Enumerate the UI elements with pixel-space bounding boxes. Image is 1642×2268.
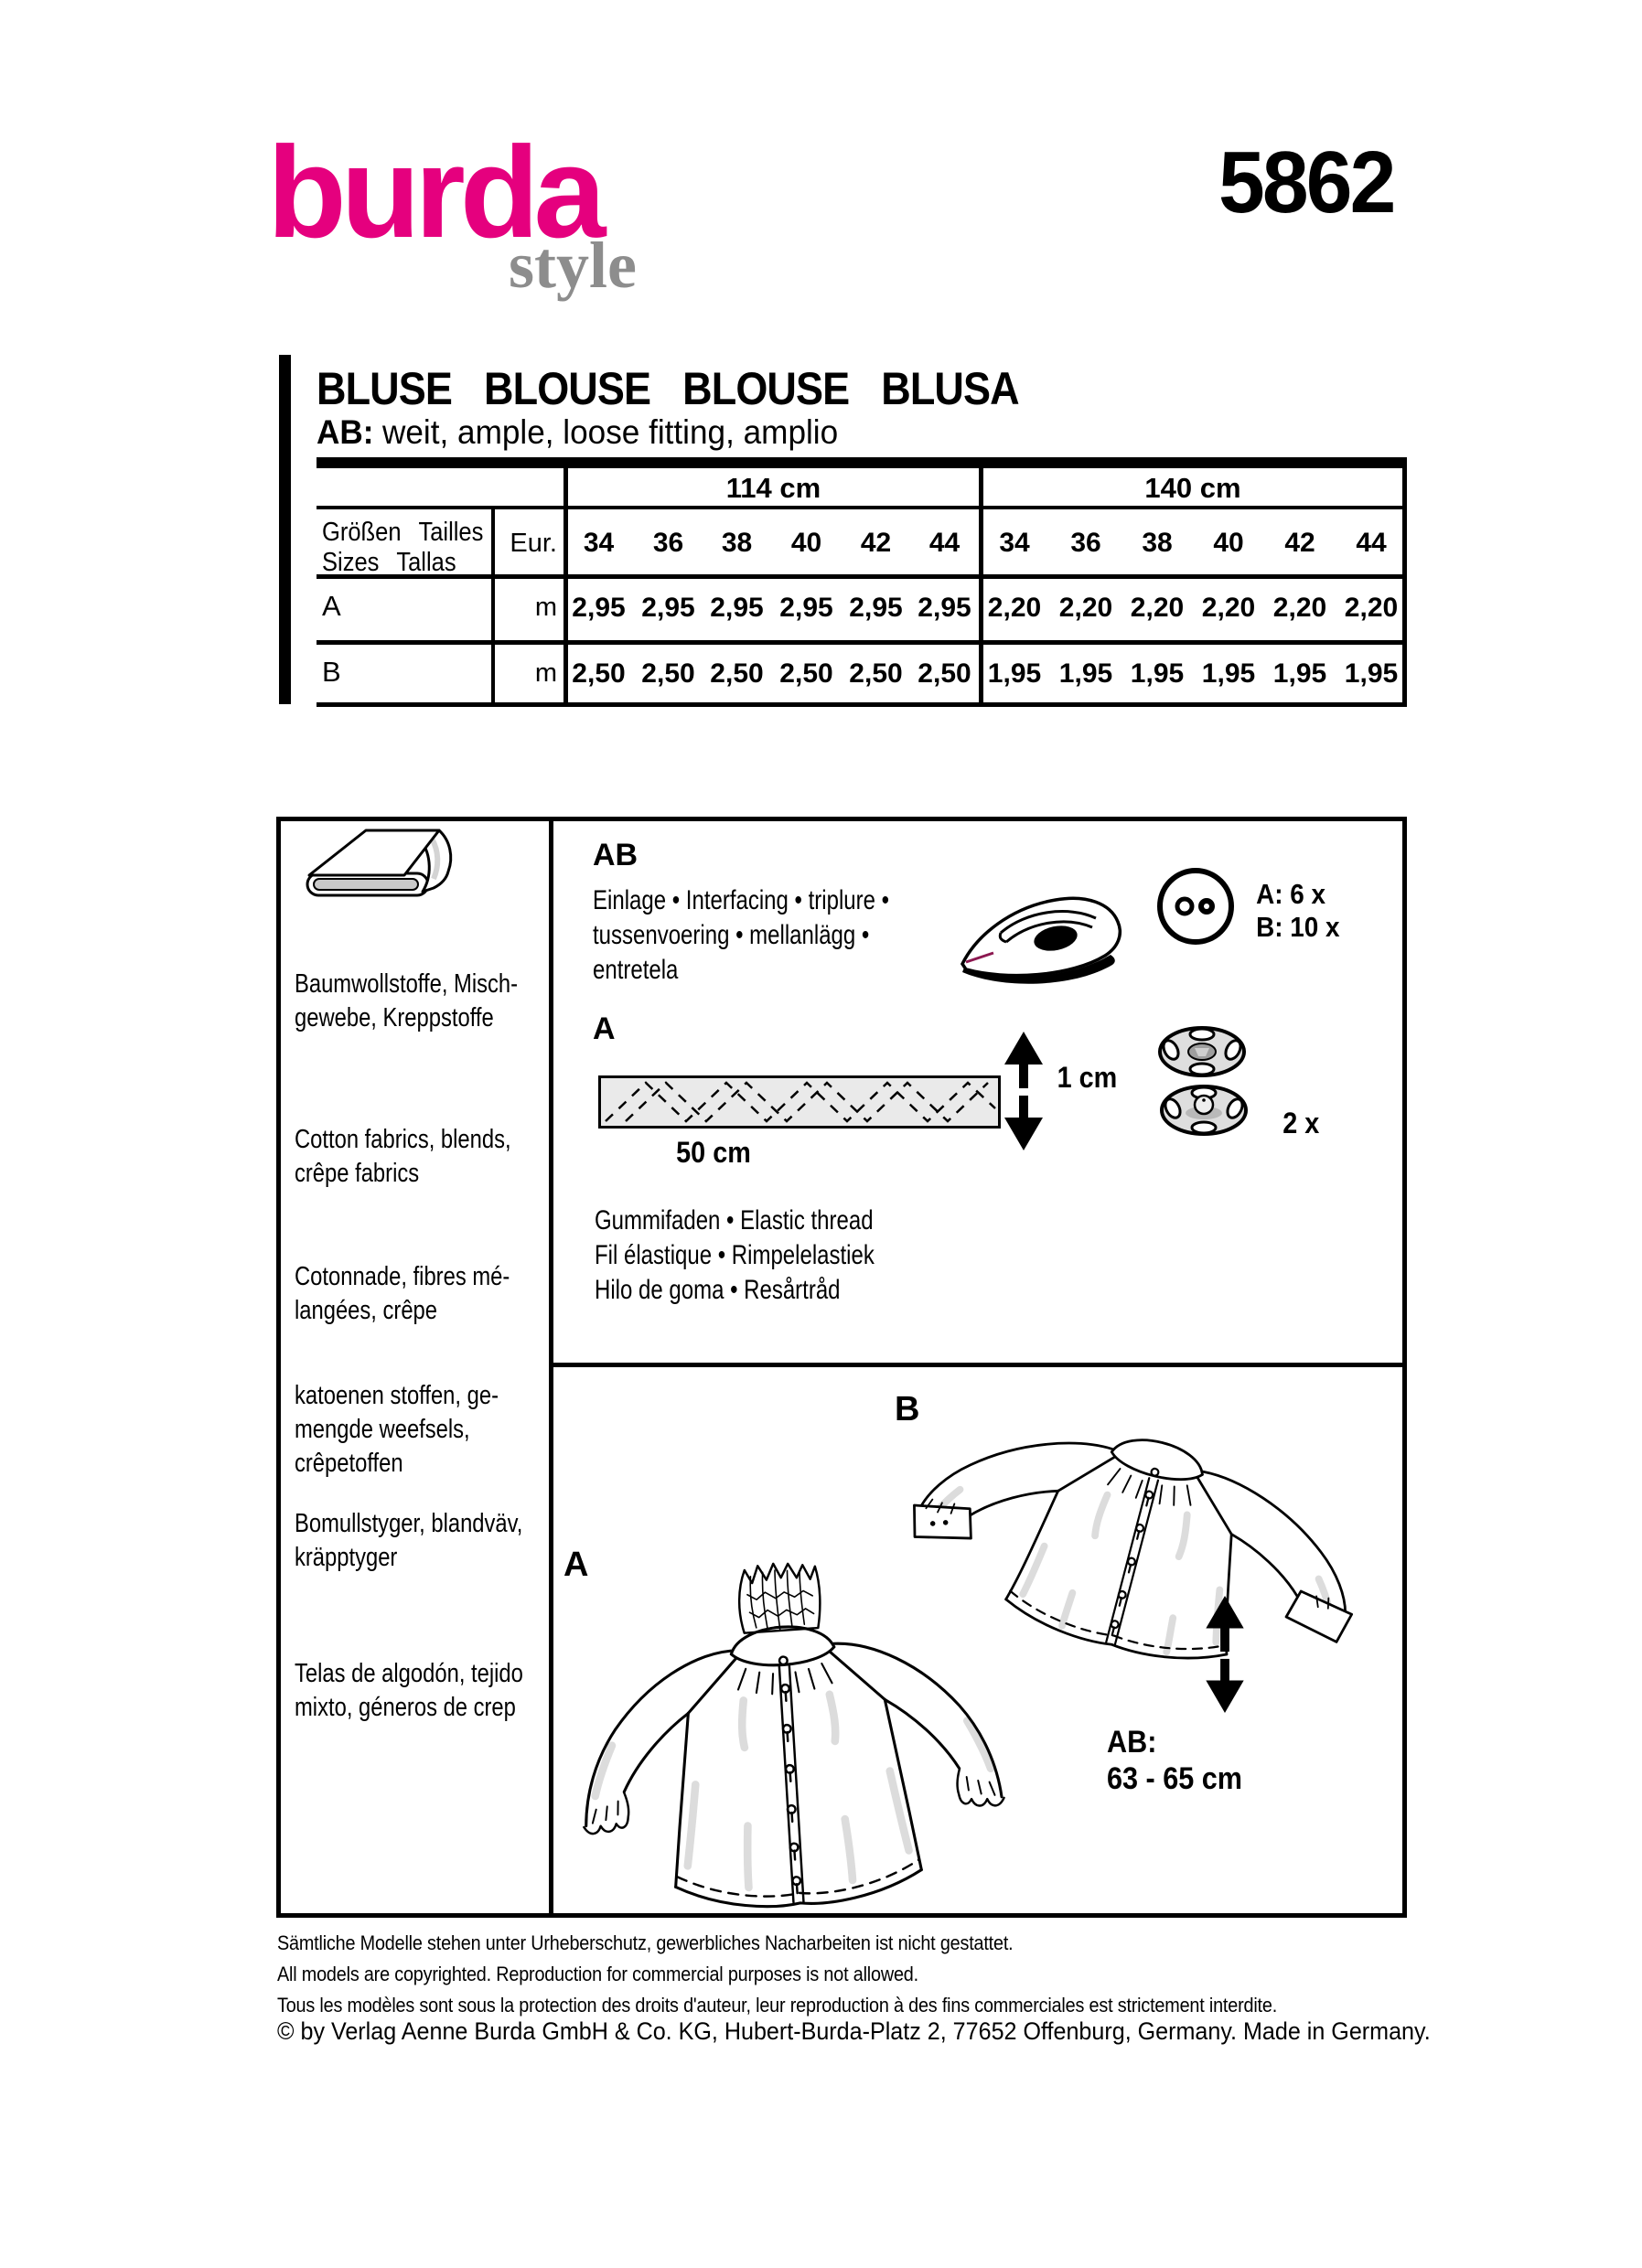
size-header: 40 [1213,528,1244,558]
meterage-cell: 2,20 [1058,593,1113,623]
blouse-a-drawing [540,1547,1038,1917]
burda-logo-style: style [509,229,637,302]
meterage-cell: 2,20 [1201,593,1256,623]
meterage-cell: 2,50 [779,658,833,689]
size-header: 36 [652,528,684,558]
fabric-type-sv: Bomullstyger, blandväv,kräpptyger [295,1509,523,1572]
meterage-cell: 2,50 [918,658,971,689]
subtitle-text: weit, ample, loose fitting, amplio [381,413,839,451]
iron-icon [953,880,1136,1003]
size-header: 44 [1356,528,1387,558]
materials-box-divider-vertical [549,817,553,1918]
meterage-cell: 2,95 [849,593,903,623]
meterage-cell: 1,95 [1344,658,1399,689]
eur-label: Eur. [510,529,557,558]
meterage-cell: 2,95 [779,593,833,623]
size-header: 42 [1284,528,1315,558]
view-a-label: A [563,1546,589,1584]
fabric-width-114: 114 cm [725,472,821,504]
size-header: 40 [790,528,822,558]
size-header: 34 [999,528,1030,558]
copyright-en: All models are copyrighted. Reproduction… [277,1963,918,1985]
interfacing-text: Einlage • Interfacing • triplure • tusse… [593,885,890,985]
meterage-cell: 1,95 [1058,658,1113,689]
meterage-cell: 2,20 [1272,593,1327,623]
meterage-cell: 2,95 [918,593,971,623]
copyright-de: Sämtliche Modelle stehen unter Urhebersc… [277,1931,1014,1954]
blouse-b-drawing [864,1353,1413,1760]
size-header: 38 [721,528,753,558]
elastic-thread-text: Gummifaden • Elastic thread Fil élastiqu… [595,1205,875,1305]
garment-subtitle: AB:weit, ample, loose fitting, amplio [317,413,838,452]
title-accent-bar [279,355,291,704]
size-header: 42 [860,528,892,558]
meterage-cell: 2,95 [710,593,764,623]
snaps-count: 2 x [1282,1107,1320,1139]
size-header: 36 [1070,528,1101,558]
fabric-bolt-icon [295,826,468,917]
meterage-cell: 1,95 [1272,658,1327,689]
pattern-number: 5862 [1218,134,1396,231]
double-arrow-icon [1003,1032,1045,1150]
fabric-type-fr: Cotonnade, fibres mé-langées, crêpe [295,1262,510,1325]
meterage-cell: 1,95 [987,658,1042,689]
meterage-cell: 2,20 [1344,593,1399,623]
meterage-cell: 1,95 [1130,658,1185,689]
fabric-type-nl: katoenen stoffen, ge-mengde weefsels,crê… [295,1381,499,1478]
meterage-cell: 2,20 [987,593,1042,623]
size-header: 38 [1142,528,1173,558]
snap-fasteners-icon [1156,1026,1252,1138]
meterage-cell: 2,95 [641,593,695,623]
subtitle-views: AB: [317,413,374,451]
meterage-cell: 2,50 [710,658,764,689]
row-a-label: A [322,590,341,622]
section-a-label: A [593,1011,616,1046]
fabric-type-en: Cotton fabrics, blends,crêpe fabrics [295,1125,511,1188]
row-b-label: B [322,656,341,688]
button-icon [1154,865,1237,947]
fabric-type-de: Baumwollstoffe, Misch-gewebe, Kreppstoff… [295,969,519,1032]
row-a-unit: m [534,593,557,622]
burda-logo: burda [267,120,606,265]
strip-height-label: 1 cm [1057,1061,1118,1094]
meterage-cell: 2,95 [572,593,626,623]
meterage-cell: 2,20 [1130,593,1185,623]
materials-box-divider-horizontal [549,1363,1407,1367]
meterage-cell: 2,50 [572,658,626,689]
size-header: 44 [928,528,961,558]
garment-title: BLUSE BLOUSE BLOUSE BLUSA [317,363,1020,414]
size-header: 34 [583,528,615,558]
meterage-cell: 2,50 [849,658,903,689]
copyright-fr: Tous les modèles sont sous la protection… [277,1994,1278,2017]
garment-length: AB: 63 - 65 cm [1107,1725,1243,1796]
copyright-publisher: © by Verlag Aenne Burda GmbH & Co. KG, H… [277,2017,1431,2045]
length-arrow-icon [1204,1596,1246,1713]
section-ab-label: AB [593,838,639,872]
view-b-label: B [895,1390,920,1428]
materials-box [276,817,1407,1918]
strip-width-label: 50 cm [676,1136,751,1169]
button-count: A: 6 x B: 10 x [1256,878,1340,943]
interfacing-strip-diagram [598,1075,1001,1129]
meterage-cell: 1,95 [1201,658,1256,689]
sizes-label: Größen Tailles Sizes Tallas [322,518,484,577]
fabric-width-140: 140 cm [1144,472,1241,504]
row-b-unit: m [534,658,557,688]
meterage-cell: 2,50 [641,658,695,689]
